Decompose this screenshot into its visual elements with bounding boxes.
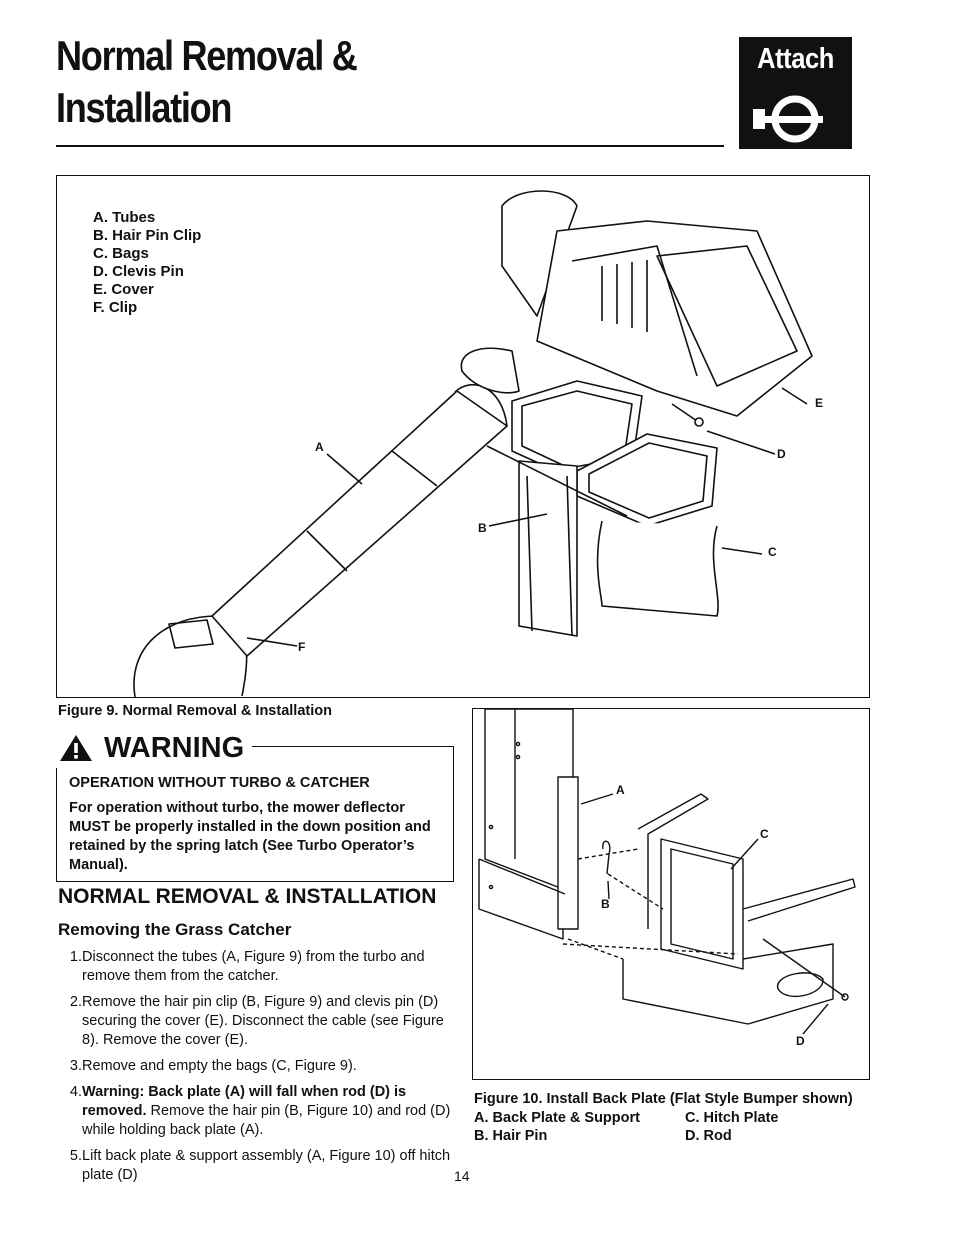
callout-b: B <box>601 897 610 911</box>
warning-triangle-icon <box>60 735 92 761</box>
steps-list: 1. Disconnect the tubes (A, Figure 9) fr… <box>58 948 458 1192</box>
callout-e: E <box>815 396 824 410</box>
title-rule <box>56 145 724 147</box>
step-number: 2. <box>69 994 82 1010</box>
step-item: 4. Warning: Back plate (A) will fall whe… <box>58 1083 458 1140</box>
step-number: 5. <box>69 1148 82 1164</box>
step-number: 4. <box>69 1084 82 1100</box>
legend-item: A. Tubes <box>93 209 156 226</box>
legend-item: E. Cover <box>93 281 154 298</box>
step-text: Disconnect the tubes (A, Figure 9) from … <box>82 948 458 986</box>
legend-item: D. Rod <box>685 1128 732 1144</box>
legend-item: B. Hair Pin <box>474 1128 548 1144</box>
figure-10-legend-left: A. Back Plate & Support B. Hair Pin <box>474 1109 640 1145</box>
callout-f: F <box>298 640 306 654</box>
step-item: 5. Lift back plate & support assembly (A… <box>58 1147 458 1185</box>
legend-item: C. Hitch Plate <box>685 1110 779 1126</box>
step-body: Remove and empty the bags (C, Figure 9). <box>82 1058 357 1074</box>
page-title-line1: Normal Removal & <box>56 32 358 79</box>
callout-a: A <box>616 783 625 797</box>
legend-item: B. Hair Pin Clip <box>93 227 202 244</box>
callout-c: C <box>760 827 769 841</box>
step-body: Lift back plate & support assembly (A, F… <box>82 1148 451 1183</box>
figure-9-caption: Figure 9. Normal Removal & Installation <box>58 703 332 719</box>
warning-subtitle: OPERATION WITHOUT TURBO & CATCHER <box>69 775 370 791</box>
legend-item: A. Back Plate & Support <box>474 1110 640 1126</box>
legend-item: F. Clip <box>93 299 138 316</box>
callout-b: B <box>478 521 487 535</box>
warning-title-text: WARNING <box>104 732 245 764</box>
step-number: 3. <box>69 1058 82 1074</box>
section-subheading: Removing the Grass Catcher <box>58 920 292 939</box>
step-text: Lift back plate & support assembly (A, F… <box>82 1147 458 1185</box>
step-item: 2. Remove the hair pin clip (B, Figure 9… <box>58 993 458 1050</box>
figure-9-illustration <box>133 190 813 697</box>
callout-a: A <box>315 440 324 454</box>
figure-10-illustration <box>478 709 856 1035</box>
legend-item: D. Clevis Pin <box>93 263 184 280</box>
step-text: Remove and empty the bags (C, Figure 9). <box>82 1057 458 1076</box>
step-body: Disconnect the tubes (A, Figure 9) from … <box>82 949 425 984</box>
figure-10-caption: Figure 10. Install Back Plate (Flat Styl… <box>474 1091 853 1107</box>
figure-9: A. Tubes B. Hair Pin Clip C. Bags D. Cle… <box>56 175 870 698</box>
page-title: Normal Removal & Installation <box>56 30 606 134</box>
callout-c: C <box>768 545 777 559</box>
section-heading: NORMAL REMOVAL & INSTALLATION <box>58 885 437 908</box>
page-title-line2: Installation <box>56 84 232 131</box>
step-body: Remove the hair pin (B, Figure 10) and r… <box>82 1103 451 1138</box>
step-number: 1. <box>69 949 82 965</box>
badge-label: Attach <box>757 43 834 75</box>
callout-d: D <box>796 1034 805 1048</box>
warning-title: WARNING <box>54 728 253 768</box>
legend-item: C. Bags <box>93 245 149 262</box>
callout-d: D <box>777 447 786 461</box>
warning-box <box>56 746 454 882</box>
warning-body: For operation without turbo, the mower d… <box>69 800 431 873</box>
figure-10: A C B D <box>472 708 870 1080</box>
figure-10-legend-right: C. Hitch Plate D. Rod <box>685 1109 778 1145</box>
step-text: Warning: Back plate (A) will fall when r… <box>82 1083 458 1140</box>
hitch-icon <box>753 95 823 143</box>
step-text: Remove the hair pin clip (B, Figure 9) a… <box>82 993 458 1050</box>
step-item: 1. Disconnect the tubes (A, Figure 9) fr… <box>58 948 458 986</box>
step-body: Remove the hair pin clip (B, Figure 9) a… <box>82 994 444 1048</box>
attach-badge: Attach <box>739 37 852 149</box>
figure-9-legend: A. Tubes B. Hair Pin Clip C. Bags D. Cle… <box>93 209 201 317</box>
page-number: 14 <box>454 1168 470 1184</box>
step-item: 3. Remove and empty the bags (C, Figure … <box>58 1057 458 1076</box>
step-warning: Warning: Back plate (A) will fall when r… <box>82 1084 407 1119</box>
